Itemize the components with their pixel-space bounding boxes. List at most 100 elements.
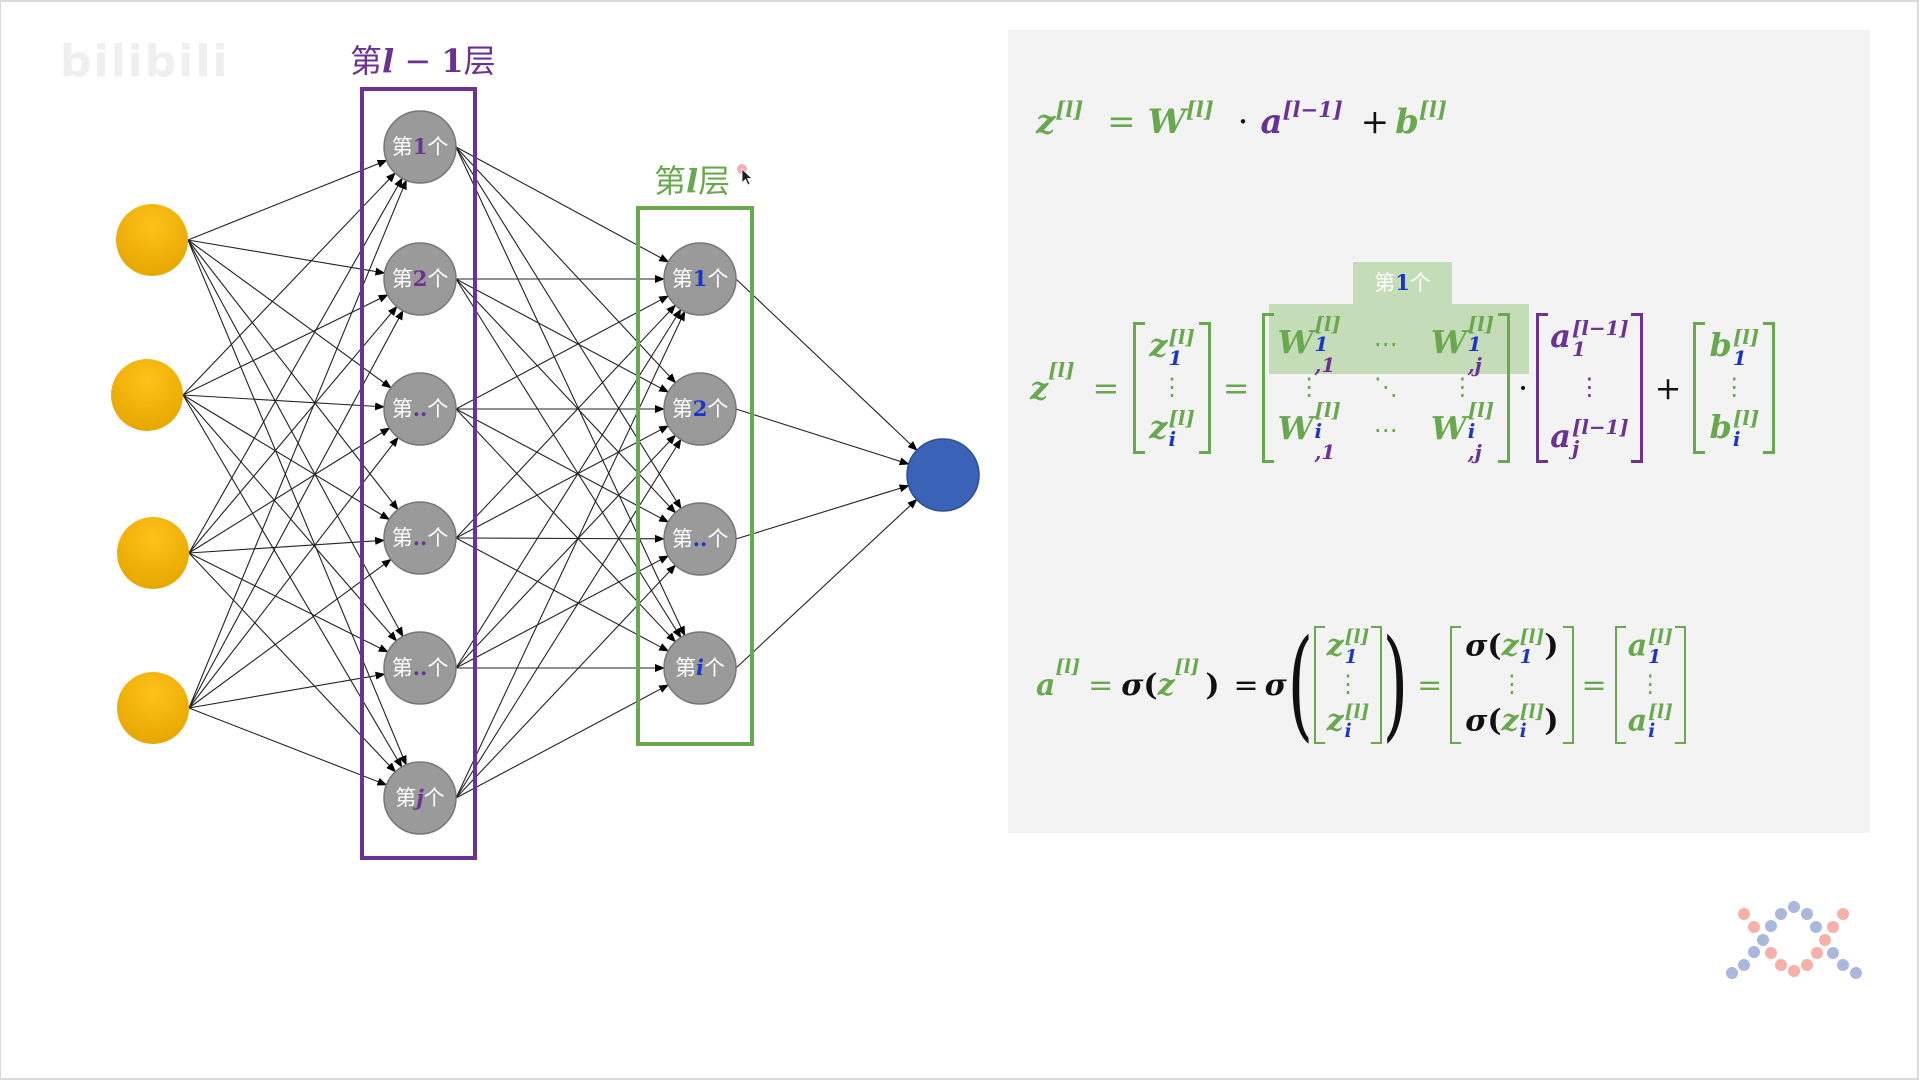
a-vector-2: a[l]1 ⋮ a[l]i <box>1614 626 1686 744</box>
sigma-vector: σ(z[l]1) ⋮ σ(z[l]i) <box>1450 626 1574 744</box>
connection-edge <box>455 534 666 543</box>
cur-layer-node <box>663 242 737 316</box>
connection-edge <box>188 671 386 709</box>
connection-edge <box>735 484 910 540</box>
prev-layer-node <box>383 110 457 184</box>
logo-dot <box>1819 934 1831 946</box>
logo-dot <box>1788 901 1800 913</box>
row-highlight <box>1269 304 1529 374</box>
connection-edge <box>455 684 670 799</box>
connection-edge <box>187 239 386 276</box>
connection-edge <box>735 408 910 466</box>
prev-layer-title: 第l − 1层 <box>350 42 496 80</box>
cur-layer-node <box>663 502 737 576</box>
prev-layer-node-label: 第j个 <box>395 785 445 810</box>
prev-layer-node <box>383 761 457 835</box>
logo-dot <box>1827 921 1839 933</box>
connection-edge <box>455 146 670 263</box>
connection-edge <box>455 438 682 799</box>
nodes <box>111 110 980 835</box>
connection-edge <box>188 707 388 786</box>
connection-edge <box>455 408 676 643</box>
connection-edge <box>187 239 407 766</box>
connection-edge <box>182 172 396 396</box>
logo-dot <box>1757 934 1769 946</box>
logo-dot <box>1827 947 1839 959</box>
highlight-label: 第1个 <box>1353 262 1452 304</box>
cur-layer-node-label: 第i个 <box>675 655 725 680</box>
logo-icon <box>1726 901 1862 979</box>
prev-layer-box <box>360 87 477 860</box>
prev-layer-node <box>383 631 457 705</box>
input-node <box>117 672 189 744</box>
prev-layer-node <box>383 242 457 316</box>
connection-edge <box>187 159 388 241</box>
logo-dot <box>1775 959 1787 971</box>
connection-edge <box>455 278 682 639</box>
connection-edge <box>188 552 396 773</box>
formula-panel <box>1008 30 1870 833</box>
logo-dot <box>1810 921 1822 933</box>
logo-dot <box>1788 965 1800 977</box>
cur-layer-node <box>663 372 737 446</box>
logo-dot <box>1811 947 1823 959</box>
logo-dot <box>1801 959 1813 971</box>
logo-dot <box>1850 967 1862 979</box>
connection-edge <box>188 309 404 709</box>
mouse-cursor-icon <box>737 164 754 186</box>
a-vector: a[l−1]1 ⋮ a[l−1]j <box>1536 313 1643 463</box>
connection-edge <box>455 408 670 523</box>
connection-edge <box>455 146 677 384</box>
logo-dot <box>1775 908 1787 920</box>
connection-edge <box>188 558 392 709</box>
input-node <box>117 517 189 589</box>
connection-edge <box>188 536 386 554</box>
formula-activation: a[l] = σ(z[l]) = σ ( z[l]1 ⋮ z[l]i ) = σ… <box>1036 620 1686 750</box>
logo-dot <box>1837 959 1849 971</box>
connection-edge <box>188 552 389 653</box>
connection-edge <box>182 394 391 520</box>
connection-edge <box>455 555 670 669</box>
connection-edge <box>455 278 670 393</box>
logo-dot <box>1738 959 1750 971</box>
connection-edge <box>182 394 403 768</box>
logo-dot <box>1748 946 1760 958</box>
prev-layer-node-label: 第..个 <box>391 655 449 680</box>
connections <box>182 146 918 799</box>
connection-edge <box>188 179 407 709</box>
connection-edge <box>455 304 676 539</box>
connection-edge <box>455 425 670 539</box>
connection-edge <box>187 239 392 389</box>
connection-edge <box>735 278 918 451</box>
cur-layer-node <box>663 631 737 705</box>
z-vector: z[l]1 ⋮ z[l]i <box>1133 322 1211 454</box>
prev-layer-node <box>383 372 457 446</box>
connection-edge <box>455 537 670 652</box>
prev-layer-node <box>383 501 457 575</box>
input-node <box>111 359 183 431</box>
connection-edge <box>188 177 403 554</box>
input-node <box>116 204 188 276</box>
connection-edge <box>188 427 391 554</box>
bilibili-watermark: bilibili <box>60 36 230 87</box>
logo-dot <box>1738 908 1750 920</box>
connection-edge <box>455 146 682 510</box>
logo-dot <box>1801 908 1813 920</box>
prev-layer-node-label: 第2个 <box>391 266 449 291</box>
b-vector: b[l]1 ⋮ b[l]i <box>1693 322 1776 454</box>
logo-dot <box>1765 920 1777 932</box>
formula-forward: z[l] =W[l] ·a[l−1] +b[l] <box>1036 97 1447 142</box>
logo-dot <box>1726 967 1738 979</box>
output-node <box>906 438 980 512</box>
logo-dot <box>1748 921 1760 933</box>
logo-dot <box>1765 947 1777 959</box>
prev-layer-node-label: 第..个 <box>391 396 449 421</box>
formula-matrix: z[l] = z[l]1 ⋮ z[l]i = W[l]1,1 ⋯ W[l]1,j… <box>1030 312 1776 464</box>
connection-edge <box>455 295 670 410</box>
cur-layer-title: 第l层 <box>654 162 731 200</box>
connection-edge <box>735 498 918 669</box>
w-matrix: W[l]1,1 ⋯ W[l]1,j ⋮ ⋱ ⋮ W[l]i,1 ⋯ W[l]i,… <box>1261 313 1511 463</box>
cur-layer-box <box>636 206 754 746</box>
connection-edge <box>455 564 676 799</box>
